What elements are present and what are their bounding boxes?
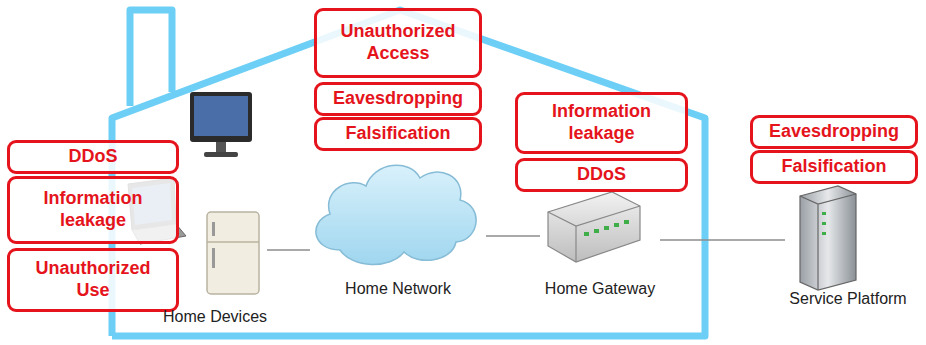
threat-label: DDoS [69, 146, 118, 168]
component-label: Service Platform [785, 290, 911, 308]
component-node: Home Network [310, 160, 486, 298]
threat-box: Information leakage [515, 92, 688, 154]
threat-box: Eavesdropping [314, 82, 482, 116]
threat-box: DDoS [7, 140, 179, 174]
component-label: Home Devices [163, 308, 267, 326]
network-link [267, 250, 310, 251]
component-node: Service Platform [785, 182, 911, 308]
threat-box: Unauthorized Access [314, 8, 482, 78]
threat-label: Eavesdropping [333, 88, 463, 110]
component-node: Home Gateway [540, 185, 660, 298]
fridge-icon [207, 212, 259, 294]
tv-icon [190, 92, 252, 157]
network-link [660, 240, 785, 241]
threat-label: Unauthorized Use [18, 258, 168, 301]
component-node: Home Devices [163, 88, 267, 326]
server-icon [800, 186, 856, 290]
gateway-icon [548, 192, 640, 262]
threat-label: DDoS [577, 164, 626, 186]
component-label: Home Gateway [540, 280, 660, 298]
threat-box: Unauthorized Use [7, 248, 179, 312]
threat-box: Falsification [750, 150, 918, 184]
threat-box: Falsification [314, 117, 482, 151]
threat-box: Information leakage [7, 176, 179, 244]
threat-box: Eavesdropping [750, 115, 918, 149]
network-link [486, 236, 540, 237]
threat-label: Information leakage [526, 101, 677, 144]
threat-box: DDoS [515, 158, 688, 192]
house-outline [112, 10, 705, 336]
component-label: Home Network [310, 280, 486, 298]
network-cloud [316, 165, 476, 264]
threat-label: Falsification [781, 156, 886, 178]
threat-label: Unauthorized Access [325, 21, 471, 64]
threat-label: Falsification [345, 123, 450, 145]
threat-label: Information leakage [18, 188, 168, 231]
threat-label: Eavesdropping [769, 121, 899, 143]
